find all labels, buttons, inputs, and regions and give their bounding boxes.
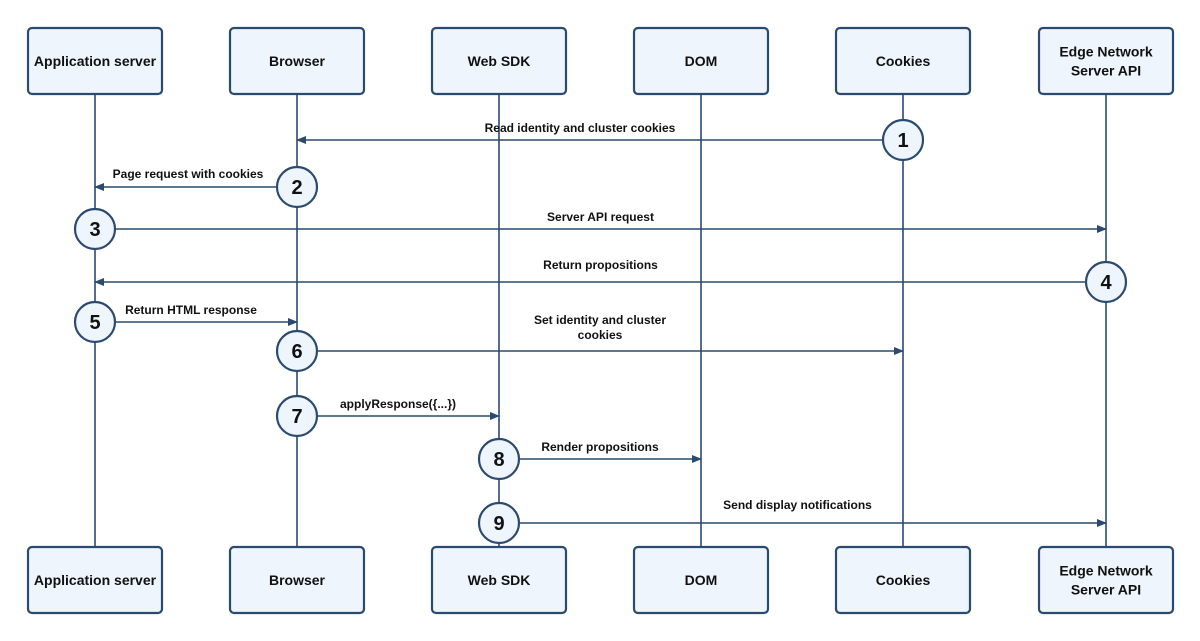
participant-label: Application server (34, 53, 157, 69)
step-number: 3 (89, 219, 100, 241)
participant-box-browser-top: Browser (228, 26, 366, 96)
step-number: 8 (493, 449, 504, 471)
message-label-3: Server API request (547, 210, 654, 224)
message-label-6: Set identity and cluster (534, 313, 666, 327)
participant-label: Edge Network (1059, 44, 1153, 60)
participant-box-browser-bottom: Browser (228, 545, 366, 615)
participant-label: Edge Network (1059, 563, 1153, 579)
participant-box-app-top: Application server (26, 26, 164, 96)
message-label-2: Page request with cookies (113, 167, 264, 181)
participant-label: Cookies (876, 572, 931, 588)
step-number: 1 (897, 130, 908, 152)
participant-label: Browser (269, 572, 326, 588)
step-7-marker: 7 (275, 394, 319, 438)
step-number: 7 (291, 406, 302, 428)
message-label-4: Return propositions (543, 258, 658, 272)
participant-label: Web SDK (468, 572, 531, 588)
step-number: 6 (291, 341, 302, 363)
participant-label: DOM (685, 572, 718, 588)
message-label-1: Read identity and cluster cookies (485, 121, 676, 135)
step-3-marker: 3 (73, 207, 117, 251)
participant-box-dom-top: DOM (632, 26, 770, 96)
step-number: 4 (1100, 272, 1112, 294)
participant-box-cookies-top: Cookies (834, 26, 972, 96)
step-8-marker: 8 (477, 437, 521, 481)
participant-label: Server API (1071, 582, 1141, 598)
step-4-marker: 4 (1084, 260, 1128, 304)
step-6-marker: 6 (275, 329, 319, 373)
step-1-marker: 1 (881, 118, 925, 162)
participant-box-cookies-bottom: Cookies (834, 545, 972, 615)
message-label-5: Return HTML response (125, 303, 257, 317)
participant-label: Application server (34, 572, 157, 588)
participant-label: Browser (269, 53, 326, 69)
participant-box-app-bottom: Application server (26, 545, 164, 615)
participant-label: DOM (685, 53, 718, 69)
step-number: 2 (291, 177, 302, 199)
participant-label: Cookies (876, 53, 931, 69)
participant-box-sdk-top: Web SDK (430, 26, 568, 96)
participant-box-sdk-bottom: Web SDK (430, 545, 568, 615)
step-5-marker: 5 (73, 300, 117, 344)
step-number: 5 (89, 312, 100, 334)
step-number: 9 (493, 513, 504, 535)
participant-label: Web SDK (468, 53, 531, 69)
message-label-9: Send display notifications (723, 498, 872, 512)
step-2-marker: 2 (275, 165, 319, 209)
message-label-8: Render propositions (541, 440, 659, 454)
message-label-7: applyResponse({...}) (340, 397, 456, 411)
participant-label: Server API (1071, 63, 1141, 79)
message-label-6: cookies (578, 328, 623, 342)
participant-box-dom-bottom: DOM (632, 545, 770, 615)
step-9-marker: 9 (477, 501, 521, 545)
